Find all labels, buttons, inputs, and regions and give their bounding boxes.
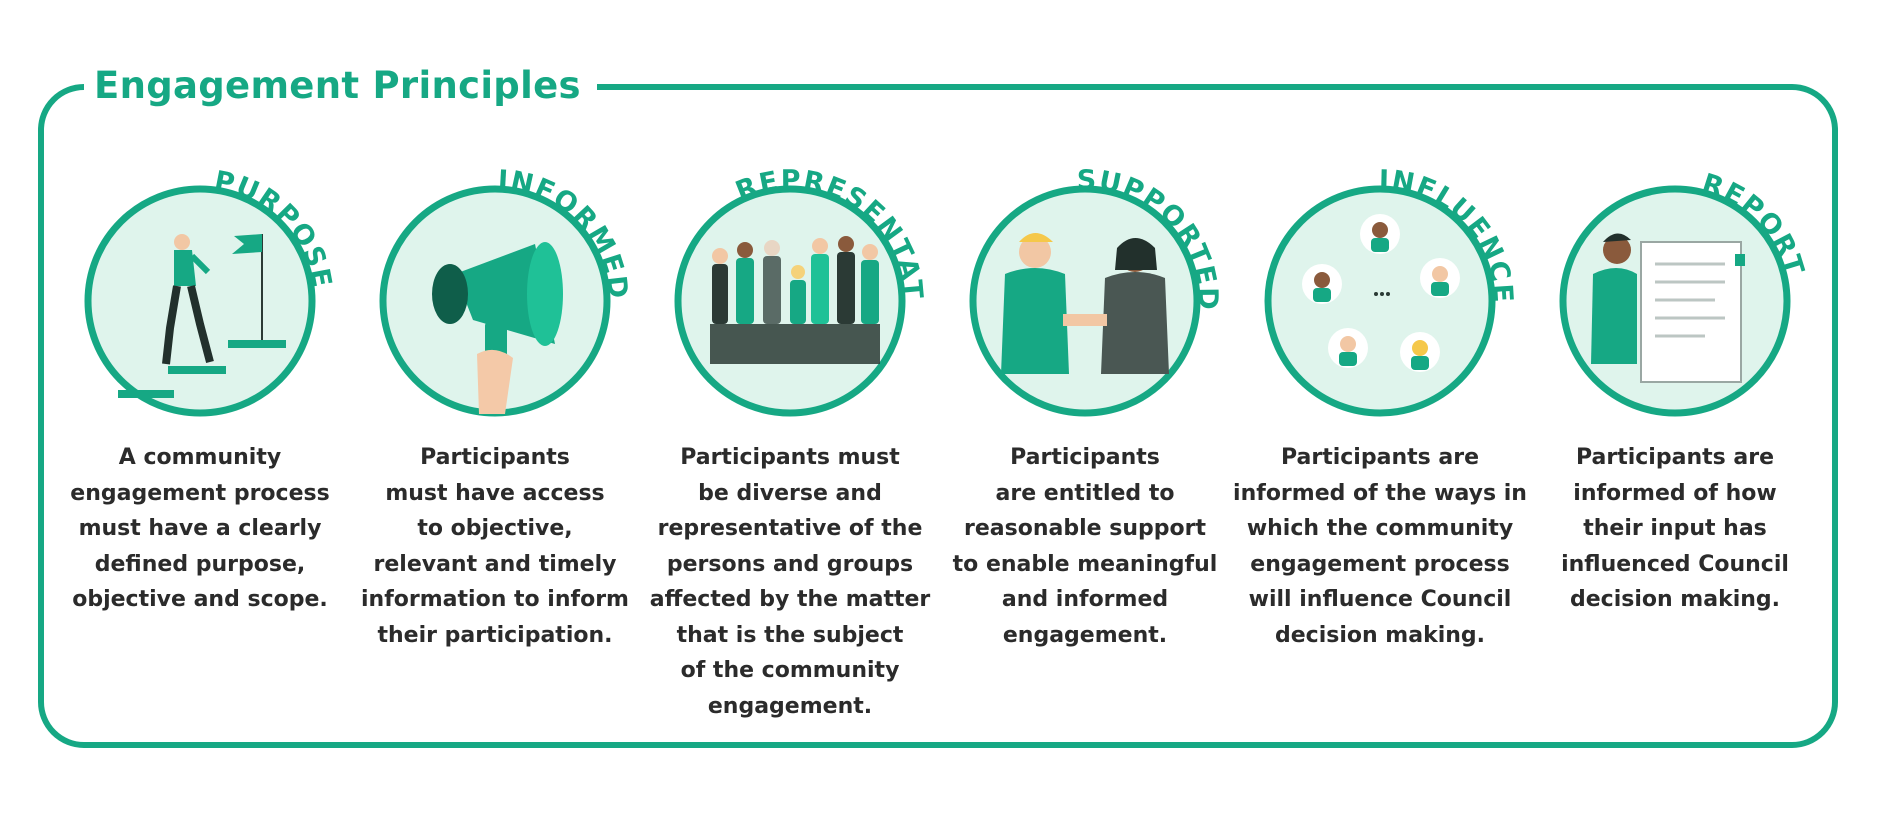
stairs-flag-icon bbox=[118, 234, 286, 398]
principle-description: Participants must have access to objecti… bbox=[361, 445, 629, 648]
influence-art: INFLUENCE bbox=[1264, 165, 1517, 417]
handshake-icon bbox=[1001, 233, 1169, 374]
principle-representative: REPRESENTATIVE Participants must be dive… bbox=[640, 144, 940, 744]
supported-art: SUPPORTED bbox=[969, 165, 1222, 417]
purpose-art: PURPOSE bbox=[84, 165, 336, 417]
principle-description: A community engagement process must have… bbox=[70, 445, 330, 612]
principle-informed: INFORMED Participants must have access t… bbox=[345, 144, 645, 744]
principles-frame bbox=[38, 84, 1838, 748]
diverse-group-icon bbox=[710, 236, 880, 364]
representative-art: REPRESENTATIVE bbox=[640, 144, 927, 417]
principle-purpose: PURPOSE A community engagement process m… bbox=[50, 144, 350, 744]
report-art: REPORT bbox=[1559, 168, 1808, 417]
principle-influence: INFLUENCE Participants are informed of t… bbox=[1230, 144, 1530, 744]
principle-report: REPORT Participants are informed of how … bbox=[1525, 144, 1825, 744]
principle-description: Participants are informed of how their i… bbox=[1561, 445, 1789, 612]
megaphone-icon bbox=[432, 242, 563, 414]
principle-description: Participants are informed of the ways in… bbox=[1233, 445, 1527, 648]
principle-description: Participants are entitled to reasonable … bbox=[952, 445, 1218, 648]
page-title: Engagement Principles bbox=[84, 58, 597, 114]
connected-people-icon bbox=[1302, 214, 1460, 372]
principle-supported: SUPPORTED Participants are entitled to r… bbox=[935, 144, 1235, 744]
informed-art: INFORMED bbox=[379, 165, 632, 417]
principle-description: Participants must be diverse and represe… bbox=[649, 445, 931, 719]
report-document-icon bbox=[1591, 233, 1745, 383]
